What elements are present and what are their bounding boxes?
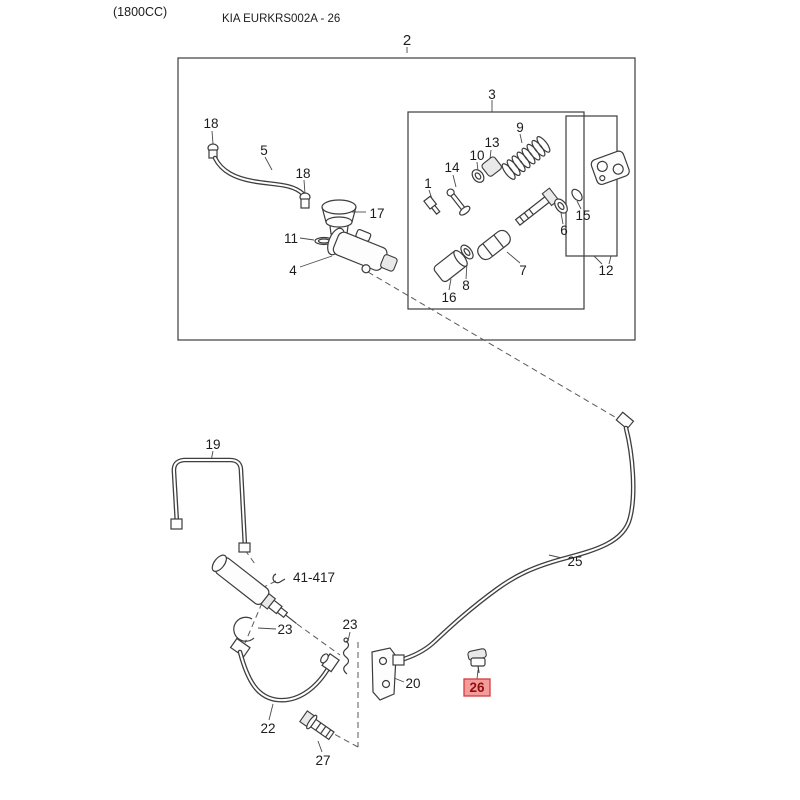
part-label-2[interactable]: 2	[403, 32, 411, 49]
engine-code-label: (1800CC)	[113, 5, 167, 19]
part-23-clip-left	[233, 616, 255, 642]
part-label-26-highlight[interactable]: 26	[463, 678, 491, 697]
part-9-spring	[501, 136, 551, 180]
part-label-16[interactable]: 16	[441, 290, 456, 305]
part-15-snap-ring	[571, 188, 583, 202]
part-label-6[interactable]: 6	[560, 223, 568, 238]
part-13-bushing	[481, 156, 502, 177]
part-6-washer	[554, 198, 568, 214]
part-label-12[interactable]: 12	[598, 263, 613, 278]
part-16-cylinder-cup	[433, 249, 468, 283]
part-label-9[interactable]: 9	[516, 120, 524, 135]
part-label-18b[interactable]: 18	[295, 166, 310, 181]
part-label-26[interactable]: 26	[469, 680, 485, 695]
diagram-title: KIA EURKRS002A - 26	[222, 13, 340, 25]
part-19-pipe	[170, 457, 251, 553]
part-label-20[interactable]: 20	[405, 676, 420, 691]
main-assembly-box	[177, 57, 636, 341]
part-label-14[interactable]: 14	[444, 160, 460, 175]
part-label-1[interactable]: 1	[424, 176, 432, 191]
mount-kit-box-12	[565, 115, 618, 257]
part-5-pipe	[212, 155, 306, 197]
part-27-bolt	[299, 710, 335, 741]
repair-kit-box-3	[407, 111, 585, 310]
part-18-fitting-upper	[207, 143, 219, 159]
part-label-13[interactable]: 13	[484, 135, 499, 150]
part-label-11[interactable]: 11	[284, 231, 298, 246]
part-20-bracket	[371, 647, 397, 701]
part-label-19[interactable]: 19	[205, 437, 220, 452]
slave-cylinder	[211, 554, 297, 625]
part-label-4[interactable]: 4	[289, 263, 297, 278]
part-10-washer	[471, 169, 485, 183]
part-label-22[interactable]: 22	[260, 721, 275, 736]
highlight-box	[463, 678, 491, 697]
part-label-27[interactable]: 27	[315, 753, 330, 768]
part-18-fitting-lower	[299, 192, 311, 209]
part-25-pipe	[392, 411, 636, 666]
part-label-10[interactable]: 10	[469, 148, 484, 163]
part-label-17[interactable]: 17	[369, 206, 384, 221]
part-label-15[interactable]: 15	[575, 208, 590, 223]
part-1-fitting	[423, 195, 441, 215]
group-boxes	[177, 57, 636, 341]
part-4-master-cylinder	[327, 227, 398, 274]
part-label-5[interactable]: 5	[260, 143, 268, 158]
part-label-7[interactable]: 7	[519, 263, 527, 278]
part-label-23b[interactable]: 23	[342, 617, 357, 632]
part-label-41-417[interactable]: 41-417	[293, 570, 335, 585]
part-12-bolt	[514, 187, 560, 226]
part-label-25[interactable]: 25	[567, 554, 582, 569]
part-22-hose	[229, 637, 340, 703]
leader-lines	[210, 100, 612, 753]
part-7-piston	[477, 229, 511, 261]
part-label-18a[interactable]: 18	[203, 116, 218, 131]
part-label-8[interactable]: 8	[462, 278, 470, 293]
part-label-3[interactable]: 3	[488, 87, 496, 102]
part-label-23a[interactable]: 23	[277, 622, 292, 637]
part-23-spring-pin	[342, 637, 350, 675]
part-26-clamp	[467, 648, 487, 674]
part-12-bracket	[590, 150, 630, 186]
part-14-push-rod	[446, 188, 471, 216]
clip-41-417-icon	[272, 573, 286, 584]
part-17-reservoir	[321, 199, 357, 235]
